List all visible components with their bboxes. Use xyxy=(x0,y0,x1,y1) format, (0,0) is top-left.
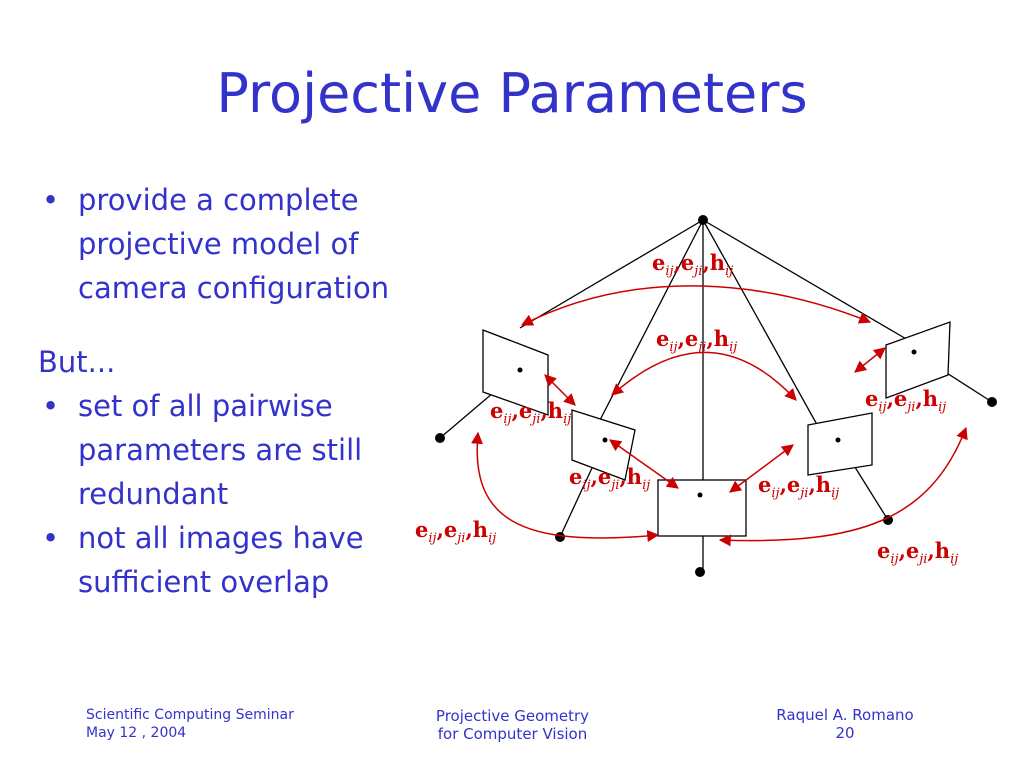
slide-number: 20 xyxy=(835,724,855,742)
image-plane xyxy=(482,329,549,416)
footer-author-name: Raquel A. Romano xyxy=(776,706,914,724)
param-label: eij,eji,hij xyxy=(490,398,571,427)
image-plane xyxy=(885,321,951,399)
footer-seminar-name: Scientific Computing Seminar xyxy=(86,707,294,723)
image-point xyxy=(911,349,917,355)
ray-line xyxy=(702,219,909,341)
param-label: eij,eji,hij xyxy=(652,250,733,279)
footer-course: Projective Geometry for Computer Vision xyxy=(410,707,615,743)
footer-course-line1: Projective Geometry xyxy=(435,707,590,725)
param-label: eij,eji,hij xyxy=(877,538,958,567)
camera-center-point xyxy=(555,532,565,542)
arrow-curve xyxy=(471,431,660,542)
param-label: eij,eji,hij xyxy=(569,464,650,493)
footer-author: Raquel A. Romano 20 xyxy=(750,706,940,742)
image-plane xyxy=(657,479,747,537)
bullet-dot-icon: • xyxy=(42,183,60,217)
camera-center-point xyxy=(695,567,705,577)
pairwise-arrows xyxy=(471,285,968,547)
arrow-curve xyxy=(544,374,576,406)
image-plane xyxy=(807,412,873,476)
image-point xyxy=(697,492,703,498)
slide-title: Projective Parameters xyxy=(216,62,808,125)
bullet-text: set of all pairwise parameters are still… xyxy=(78,389,363,511)
bullet-item: • set of all pairwise parameters are sti… xyxy=(38,384,458,516)
bullet-dot-icon: • xyxy=(42,389,60,423)
arrow-curve xyxy=(718,426,968,547)
param-label: eij,eji,hij xyxy=(758,472,839,501)
image-planes xyxy=(482,321,951,537)
bullet-item: • provide a complete projective model of… xyxy=(38,178,458,310)
footer-seminar: Scientific Computing Seminar May 12 , 20… xyxy=(86,706,294,742)
center-point xyxy=(698,215,708,225)
ray-line xyxy=(519,219,704,329)
arrow-curve xyxy=(854,347,886,373)
bullet-dot-icon: • xyxy=(42,521,60,555)
plain-text: But... xyxy=(38,345,116,379)
footer-course-line2: for Computer Vision xyxy=(437,725,588,743)
arrow-curve xyxy=(611,351,797,401)
bullet-text: not all images have sufficient overlap xyxy=(78,521,364,599)
bullet-item: • not all images have sufficient overlap xyxy=(38,516,458,604)
image-point xyxy=(602,437,608,443)
footer-date: May 12 , 2004 xyxy=(86,725,187,741)
image-point xyxy=(835,437,841,443)
param-label: eij,eji,hij xyxy=(415,517,496,546)
bullet-text: provide a complete projective model of c… xyxy=(78,183,390,305)
camera-center-point xyxy=(435,433,445,443)
bullet-list: • provide a complete projective model of… xyxy=(38,178,458,604)
arrow-curve xyxy=(520,285,872,326)
param-label: eij,eji,hij xyxy=(865,386,946,415)
camera-center-point xyxy=(987,397,997,407)
parameter-labels: eij,eji,hij eij,eji,hij eij,eji,hij eij,… xyxy=(415,250,958,567)
param-label: eij,eji,hij xyxy=(656,326,737,355)
image-point xyxy=(517,367,523,373)
